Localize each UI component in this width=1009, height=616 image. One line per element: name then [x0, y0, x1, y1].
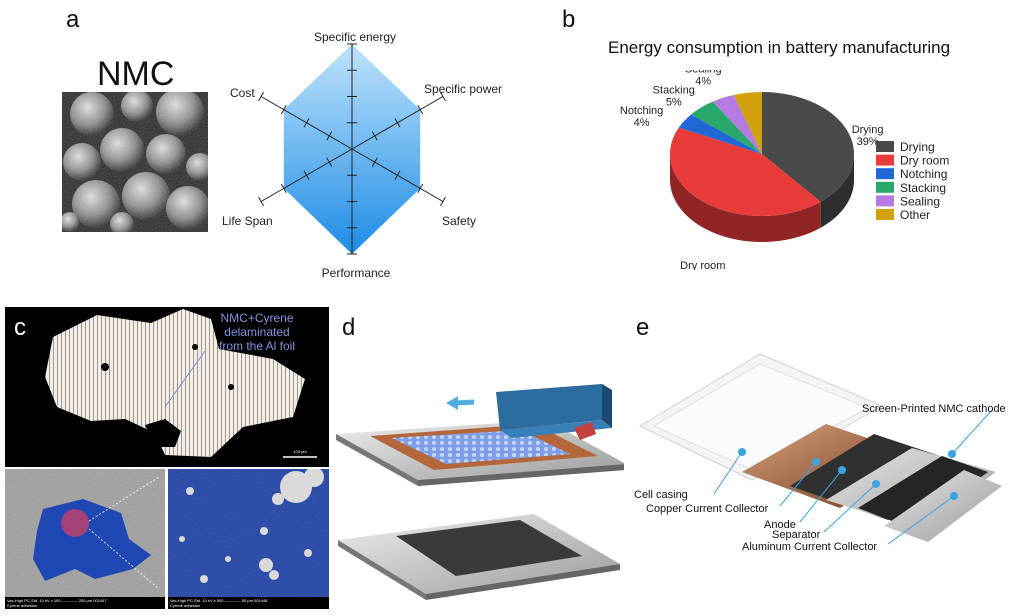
radar-tick [258, 91, 265, 102]
pie-slice-sealing [712, 95, 762, 154]
panel-label-d: d [342, 314, 356, 341]
annotation-line3: from the Al foil [219, 339, 295, 353]
panel-label-a: a [66, 6, 80, 33]
label-cell-casing: Cell casing [634, 489, 688, 501]
pie-slice-dry-room [670, 127, 821, 216]
radar-tick [417, 105, 424, 115]
sem-left-info: Vac-High PC-Std. 10 kV x 100 ———— 200 μm… [7, 598, 107, 603]
label-aluminum-collector: Aluminum Current Collector [742, 541, 877, 553]
legend-swatch-drying [876, 141, 894, 152]
screen-printing-illustration [336, 384, 624, 600]
label-anode: Anode [764, 519, 796, 531]
legend-swatch-stacking [876, 181, 894, 193]
label-copper-collector: Copper Current Collector [646, 503, 769, 515]
legend-label-notching: Notching [900, 167, 947, 181]
pie-label-other: Other5% [730, 70, 758, 71]
legend-swatch-sealing [876, 195, 894, 207]
radar-tick [417, 183, 424, 193]
pie-slice-stacking [691, 101, 762, 154]
radar-tick [326, 131, 333, 141]
delamination-micrograph: NMC+Cyrene delaminated from the Al foil … [5, 307, 329, 467]
sem-right-sub: Cyrene adhesion [170, 603, 200, 608]
legend-label-dry-room: Dry room [900, 154, 949, 168]
sem-left-sub: Cyrene adhesion [7, 603, 37, 608]
pie-slice-drying [762, 92, 854, 202]
radar-tick [439, 91, 446, 102]
pie-chart-title: Energy consumption in battery manufactur… [608, 38, 951, 57]
radar-label-specific-energy: Specific energy [314, 30, 396, 44]
radar-tick [371, 157, 378, 167]
nmc-title: NMC [97, 55, 175, 93]
label-separator: Separator [772, 529, 821, 541]
radar-tick [280, 183, 287, 193]
radar-label-specific-power: Specific power [424, 82, 502, 96]
pie-slice-notching [678, 114, 762, 154]
legend-label-sealing: Sealing [900, 194, 940, 208]
radar-tick [371, 131, 378, 141]
panel-label-e: e [636, 314, 650, 341]
radar-tick [394, 170, 401, 180]
radar-label-life-span: Life Span [222, 214, 273, 228]
pouch-cell-exploded-view: Screen-Printed NMC cathode Cell casing C… [634, 353, 1006, 553]
radar-tick [439, 196, 446, 207]
legend-label-other: Other [900, 208, 930, 222]
nmc-sem-image [62, 92, 208, 232]
annotation-line1: NMC+Cyrene [220, 311, 293, 325]
radar-label-cost: Cost [230, 86, 255, 100]
pie-slice-other [733, 92, 762, 154]
radar-label-safety: Safety [442, 214, 476, 228]
radar-label-performance: Performance [322, 266, 391, 280]
pie-side-dry-room [670, 154, 821, 242]
radar-tick [394, 118, 401, 128]
legend-swatch-dry-room [876, 154, 894, 166]
legend-label-stacking: Stacking [900, 181, 946, 195]
pie-side-drying [820, 154, 854, 228]
legend-label-drying: Drying [900, 140, 935, 154]
pie-label-sealing: Sealing4% [685, 70, 722, 88]
radar-tick [303, 118, 310, 128]
radar-tick [258, 196, 265, 207]
pie-label-dry-room: Dry room43% [680, 260, 725, 270]
legend-swatch-other [876, 209, 894, 220]
sem-image-left: Vac-High PC-Std. 10 kV x 100 ———— 200 μm… [5, 469, 165, 609]
scale-bar-top: 100 μm [293, 449, 307, 454]
panel-label-b: b [562, 6, 576, 33]
radar-tick [280, 105, 287, 115]
label-cathode: Screen-Printed NMC cathode [862, 403, 1006, 415]
radar-tick [326, 157, 333, 167]
legend-swatch-notching [876, 168, 894, 180]
sem-right-info: Vac-High PC-Std. 10 kV x 500 ———— 50 μm … [170, 598, 268, 603]
sem-image-right: Vac-High PC-Std. 10 kV x 500 ———— 50 μm … [168, 469, 329, 609]
panel-label-c: c [14, 314, 26, 341]
radar-tick [303, 170, 310, 180]
annotation-line2: delaminated [224, 325, 289, 339]
radar-chart: Specific energy Specific power Safety Pe… [222, 30, 502, 280]
